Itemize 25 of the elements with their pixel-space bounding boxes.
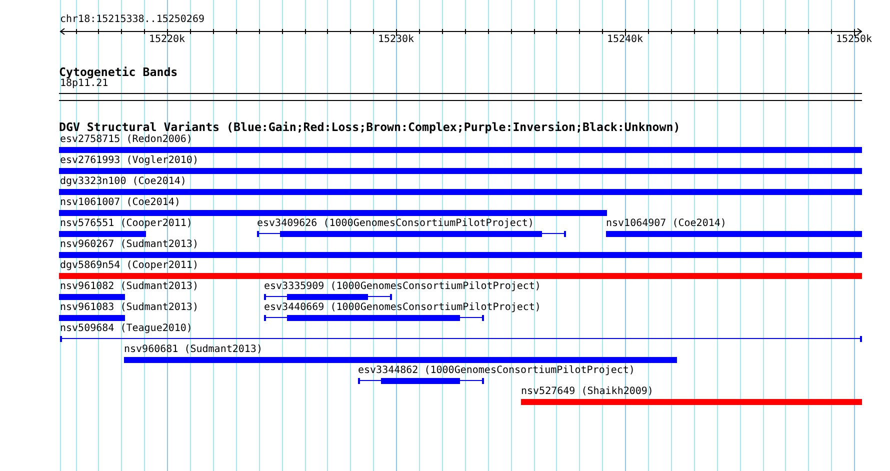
feature-label: nsv1061007 (Coe2014) <box>59 198 182 208</box>
feature-label: nsv1064907 (Coe2014) <box>606 219 728 229</box>
feature-label: esv3440669 (1000GenomesConsortiumPilotProject) <box>264 303 541 313</box>
feature-label: dgv5869n54 (Cooper2011) <box>59 261 200 271</box>
feature-label: nsv576551 (Cooper2011) <box>59 219 192 229</box>
feature-label: esv2758715 (Redon2006) <box>59 135 194 145</box>
tick-label: 15240k <box>606 35 644 45</box>
coordinate-label: chr18:15215338..15250269 <box>60 15 204 25</box>
feature-label: esv3344862 (1000GenomesConsortiumPilotProject) <box>358 366 635 376</box>
feature-label: nsv509684 (Teague2010) <box>60 324 194 334</box>
feature-label: nsv961083 (Sudmant2013) <box>59 303 198 313</box>
track-title: DGV Structural Variants (Blue:Gain;Red:Loss;Brown:Complex;Purple:Inversion;Black:Unknown) <box>59 121 680 133</box>
tick-label: 15250k <box>836 35 872 45</box>
feature-label: dgv3323n100 (Coe2014) <box>59 177 188 187</box>
feature-label: esv3409626 (1000GenomesConsortiumPilotProject) <box>257 219 535 229</box>
feature-label: esv3335909 (1000GenomesConsortiumPilotProject) <box>264 282 541 292</box>
track-title: Cytogenetic Bands <box>59 66 178 78</box>
feature-label: nsv527649 (Shaikh2009) <box>521 387 654 397</box>
tick-label: 15220k <box>148 35 186 45</box>
feature-label: nsv961082 (Sudmant2013) <box>59 282 198 292</box>
tick-label: 15230k <box>378 35 414 45</box>
feature-label: nsv960267 (Sudmant2013) <box>59 240 200 250</box>
band-label: 18p11.21 <box>60 79 108 89</box>
feature-label: esv2761993 (Vogler2010) <box>59 156 200 166</box>
feature-label: nsv960681 (Sudmant2013) <box>124 345 264 355</box>
